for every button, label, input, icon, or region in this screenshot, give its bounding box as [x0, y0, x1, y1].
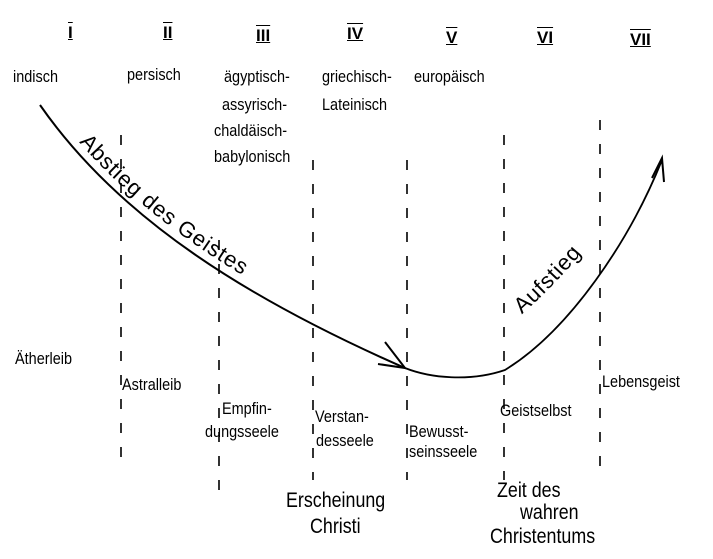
member-intellectual-soul-2: desseele	[316, 431, 374, 450]
epoch-numeral-1: I	[68, 23, 73, 42]
epoch-numeral-4: IV	[347, 24, 364, 43]
epoch-numeral-7: VII	[630, 30, 651, 49]
member-intellectual-soul-1: Verstan-	[315, 407, 369, 426]
member-life-spirit: Lebensgeist	[602, 372, 680, 391]
event-christ-line-1: Erscheinung	[286, 489, 386, 512]
culture-european: europäisch	[414, 67, 485, 86]
member-sentient-soul-1: Empfin-	[222, 399, 272, 418]
member-astral-body: Astralleib	[122, 375, 182, 394]
epoch-numeral-2: II	[163, 23, 173, 42]
epoch-numeral-3: III	[256, 26, 271, 45]
culture-egyptian: ägyptisch-	[224, 67, 290, 86]
culture-indian: indisch	[13, 67, 58, 86]
culture-babylonian: babylonisch	[214, 147, 291, 166]
member-consciousness-soul-2: seinsseele	[409, 442, 478, 461]
epoch-numeral-5: V	[446, 28, 458, 47]
valley-curve	[404, 159, 663, 379]
member-etheric-body: Ätherleib	[15, 349, 73, 368]
epoch-numeral-6: VI	[537, 28, 554, 47]
member-consciousness-soul-1: Bewusst-	[409, 422, 469, 441]
event-true-christianity-line-3: Christentums	[490, 525, 596, 548]
member-spirit-self: Geistselbst	[500, 401, 572, 420]
member-sentient-soul-2: dungsseele	[205, 422, 279, 441]
ascent-arrowhead	[651, 154, 665, 183]
culture-chaldean: chaldäisch-	[214, 121, 288, 140]
event-christ-line-2: Christi	[310, 515, 361, 538]
descent-curve	[39, 104, 406, 369]
culture-persian: persisch	[127, 65, 181, 84]
culture-greek: griechisch-	[322, 67, 392, 86]
descent-arrowhead	[377, 341, 408, 370]
event-true-christianity-line-1: Zeit des	[497, 479, 561, 502]
culture-latin: Lateinisch	[322, 95, 388, 114]
culture-assyrian: assyrisch-	[222, 95, 288, 114]
event-true-christianity-line-2: wahren	[520, 501, 579, 524]
